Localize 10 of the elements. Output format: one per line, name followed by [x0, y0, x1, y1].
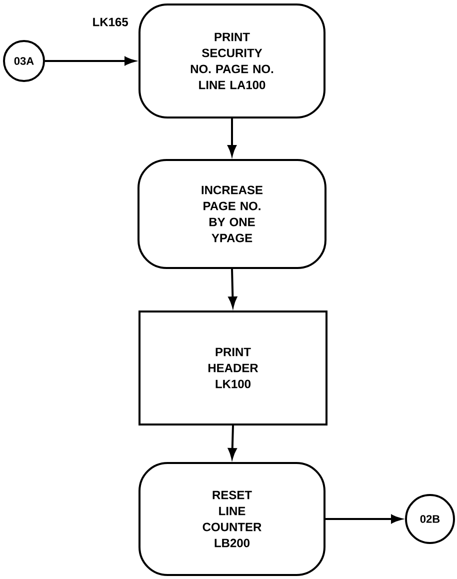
- arrow: [45, 56, 136, 66]
- rounded-process-box: INCREASE PAGE NO. BY ONE YPAGE: [138, 159, 326, 269]
- process-box: PRINT HEADER LK100: [138, 310, 328, 426]
- step-label: LK165: [93, 18, 128, 26]
- arrow: [228, 118, 236, 156]
- arrow: [228, 268, 237, 308]
- rounded-process-box: PRINT SECURITY NO. PAGE NO. LINE LA100: [138, 4, 326, 118]
- arrow: [228, 425, 237, 459]
- rounded-process-box: RESET LINE COUNTER LB200: [138, 462, 326, 576]
- arrow: [326, 514, 402, 524]
